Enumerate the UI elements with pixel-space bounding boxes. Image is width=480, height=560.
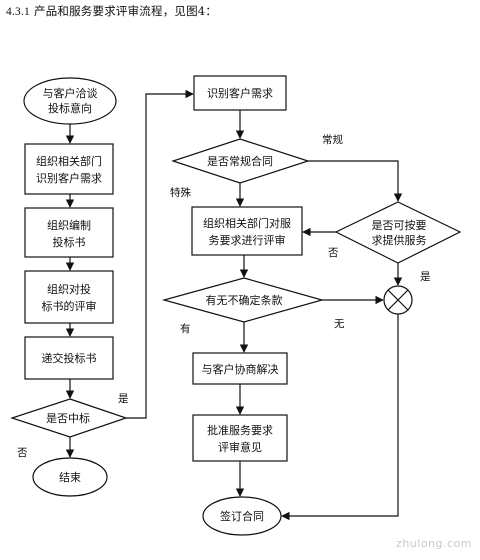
edge-label-regular: 常规: [322, 133, 343, 146]
approve-shape: [192, 414, 288, 462]
section-number: 4.3.1: [6, 6, 30, 18]
edge-label-has-uncertain: 有: [180, 322, 191, 335]
organize-review-line2: 务要求进行评审: [209, 233, 286, 247]
section-heading: 4.3.1 产品和服务要求评审流程，见图4：: [6, 3, 217, 19]
edge-label-no-uncertain: 无: [334, 318, 345, 330]
decision-regular-contract-label: 是否常规合同: [207, 154, 273, 168]
end-node-shape: [32, 457, 108, 497]
approve-line1: 批准服务要求: [207, 423, 273, 437]
watermark: zhulong.com: [396, 537, 472, 550]
section-title: 产品和服务要求评审流程，见图4：: [34, 4, 218, 18]
start-node-shape: [23, 77, 117, 125]
decision-win-bid-label: 是否中标: [46, 411, 90, 425]
step-prepare-bid-line2: 投标书: [53, 235, 86, 249]
step-review-bid-line1: 组织对投: [47, 282, 91, 296]
step-identify-needs-line1: 组织相关部门: [36, 154, 102, 168]
organize-review-line1: 组织相关部门对服: [203, 216, 291, 230]
start-node-line1: 与客户洽谈: [43, 86, 98, 100]
edge-label-special: 特殊: [170, 186, 191, 199]
edge-label-no-provide: 否: [328, 247, 339, 259]
negotiate-label: 与客户协商解决: [202, 362, 279, 376]
decision-can-provide-line2: 求提供服务: [372, 233, 427, 247]
organize-review-shape: [191, 206, 303, 256]
step-identify-needs-line2: 识别客户需求: [36, 171, 102, 185]
negotiate-shape: [192, 352, 288, 385]
decision-can-provide-line1: 是否可按要: [372, 218, 427, 232]
step-prepare-bid-shape: [24, 207, 114, 258]
identify-needs-label: 识别客户需求: [207, 86, 273, 100]
step-review-bid-shape: [24, 270, 114, 324]
edge-label-no-bid: 否: [17, 447, 28, 459]
edge-label-yes-provide: 是: [420, 271, 431, 283]
sign-contract-shape: [202, 496, 282, 536]
step-submit-bid-shape: [24, 336, 114, 380]
sign-contract-label: 签订合同: [220, 509, 264, 523]
decision-uncertain-clauses-label: 有无不确定条款: [206, 293, 283, 307]
approve-line2: 评审意见: [218, 440, 262, 454]
start-node-line2: 投标意向: [48, 101, 92, 115]
step-prepare-bid-line1: 组织编制: [47, 218, 91, 232]
decision-can-provide-shape: [334, 201, 462, 264]
end-node-label: 结束: [59, 471, 81, 484]
step-identify-needs-shape: [24, 143, 114, 195]
step-review-bid-line2: 标书的评审: [42, 299, 97, 313]
step-submit-bid-label: 递交投标书: [42, 351, 97, 365]
edge-label-yes-bid: 是: [118, 393, 129, 405]
